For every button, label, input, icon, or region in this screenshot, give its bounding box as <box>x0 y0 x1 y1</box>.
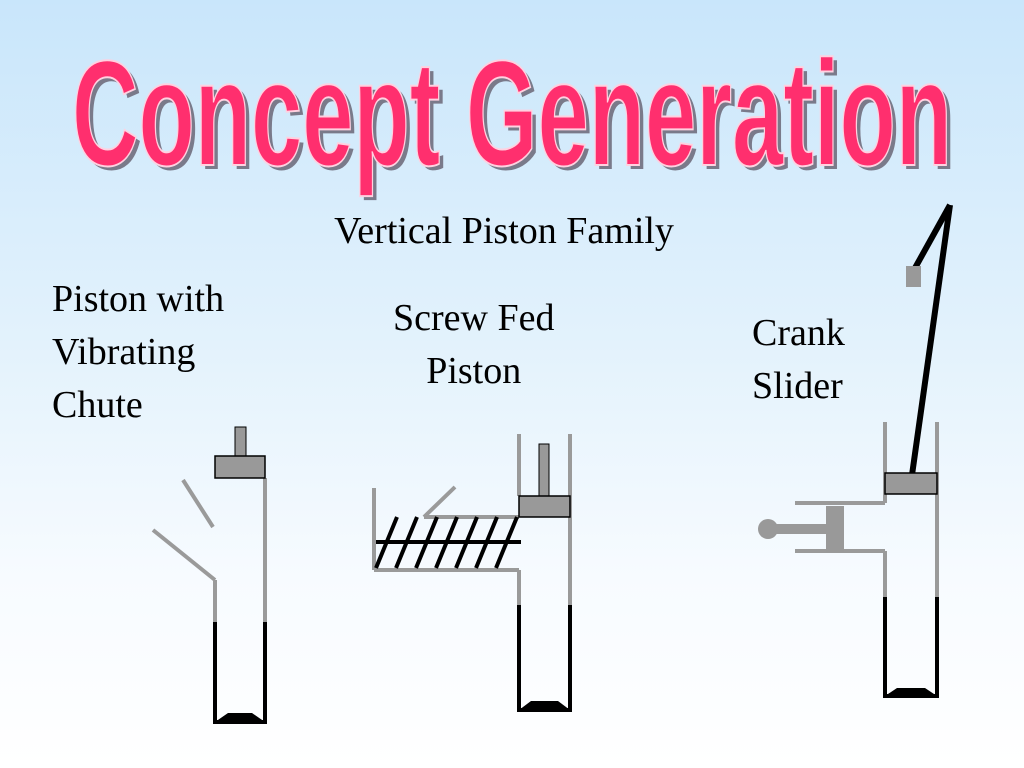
concept-label-line: Screw Fed <box>393 297 555 339</box>
crank-arm-1 <box>909 204 953 476</box>
title-area: Concept Generation Concept Generation <box>0 18 1024 208</box>
push-rod <box>770 524 828 534</box>
concept-label-vibrating-chute: Piston with Vibrating Chute <box>52 273 224 432</box>
title-graphic: Concept Generation Concept Generation <box>71 28 956 201</box>
hopper-wall <box>422 485 457 519</box>
screw-feeder <box>374 516 521 569</box>
concept-label-screw-fed: Screw Fed Piston <box>393 292 554 398</box>
subtitle: Vertical Piston Family <box>334 210 674 252</box>
cylinder-base <box>517 605 572 712</box>
concept-label-line: Piston <box>426 350 522 392</box>
cylinder-bottom <box>215 713 265 722</box>
concept-label-crank-slider: Crank Slider <box>752 307 845 413</box>
concept-label-line: Piston with <box>52 278 225 320</box>
slide-title-shadow: Concept Generation <box>76 33 956 201</box>
concept-label-line: Chute <box>52 384 143 426</box>
piston-head <box>518 495 571 518</box>
piston-rod <box>234 426 247 458</box>
chute-lower <box>151 528 217 582</box>
slide-title: Concept Generation <box>72 29 952 197</box>
crank-pivot <box>906 266 921 287</box>
concept-label-line: Crank <box>752 312 845 354</box>
cylinder-bottom <box>519 701 570 710</box>
cylinder-base <box>213 622 267 724</box>
side-piston-head <box>826 506 844 552</box>
cylinder-base <box>883 597 939 698</box>
concept-label-line: Slider <box>752 365 843 407</box>
crank-arm-2 <box>912 203 953 270</box>
crank-slider-diagram <box>758 203 953 698</box>
piston-head <box>214 455 266 479</box>
chute-upper <box>181 478 215 529</box>
screw-fed-diagram <box>372 434 572 712</box>
vibrating-chute-diagram <box>151 426 267 724</box>
piston-head <box>884 472 938 495</box>
concept-label-line: Vibrating <box>52 331 196 373</box>
piston-rod <box>538 443 550 497</box>
cylinder-bottom <box>885 688 937 696</box>
